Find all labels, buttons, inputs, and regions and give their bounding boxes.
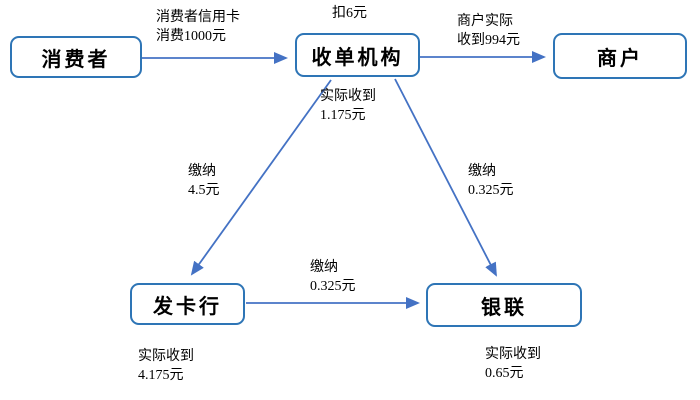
edge-label-line: 缴纳 [468, 164, 496, 179]
edge-label-line: 消费1000元 [156, 28, 226, 44]
annotation-line: 扣6元 [332, 6, 367, 21]
edge-label-line: 0.325元 [468, 182, 514, 198]
annotation-line: 实际收到 [485, 347, 541, 362]
annotation-line: 4.175元 [138, 367, 184, 383]
annotation-line: 实际收到 [138, 349, 194, 364]
edge-label-line: 商户实际 [457, 14, 513, 29]
edge-label-acquirer-to-issuer: 缴纳 4.5元 [188, 163, 220, 201]
arrow-acquirer-to-unionpay [394, 78, 497, 277]
node-unionpay: 银联 [426, 283, 582, 327]
edge-label-acquirer-to-unionpay: 缴纳 0.325元 [468, 163, 514, 201]
arrow-acquirer-to-issuer [190, 79, 332, 276]
edge-label-line: 收到994元 [457, 32, 520, 48]
node-acquirer: 收单机构 [295, 33, 420, 77]
edge-label-line: 缴纳 [188, 164, 216, 179]
edge-label-line: 缴纳 [310, 260, 338, 275]
edge-label-line: 4.5元 [188, 182, 220, 198]
annotation-issuer-received: 实际收到 4.175元 [138, 348, 194, 386]
edge-label-issuer-to-unionpay: 缴纳 0.325元 [310, 259, 356, 297]
annotation-unionpay-received: 实际收到 0.65元 [485, 346, 541, 384]
node-merchant: 商户 [553, 33, 687, 79]
node-consumer: 消费者 [10, 36, 142, 78]
edge-label-acquirer-to-merchant: 商户实际 收到994元 [457, 13, 520, 51]
node-issuer: 发卡行 [130, 283, 245, 325]
edge-label-line: 0.325元 [310, 278, 356, 294]
annotation-acquirer-received: 实际收到 1.175元 [320, 88, 376, 126]
annotation-line: 1.175元 [320, 107, 366, 123]
annotation-line: 实际收到 [320, 89, 376, 104]
annotation-line: 0.65元 [485, 365, 524, 381]
annotation-acquirer-deduct: 扣6元 [332, 5, 367, 24]
edge-label-line: 消费者信用卡 [156, 10, 240, 25]
edge-label-consumer-to-acquirer: 消费者信用卡 消费1000元 [156, 9, 240, 47]
